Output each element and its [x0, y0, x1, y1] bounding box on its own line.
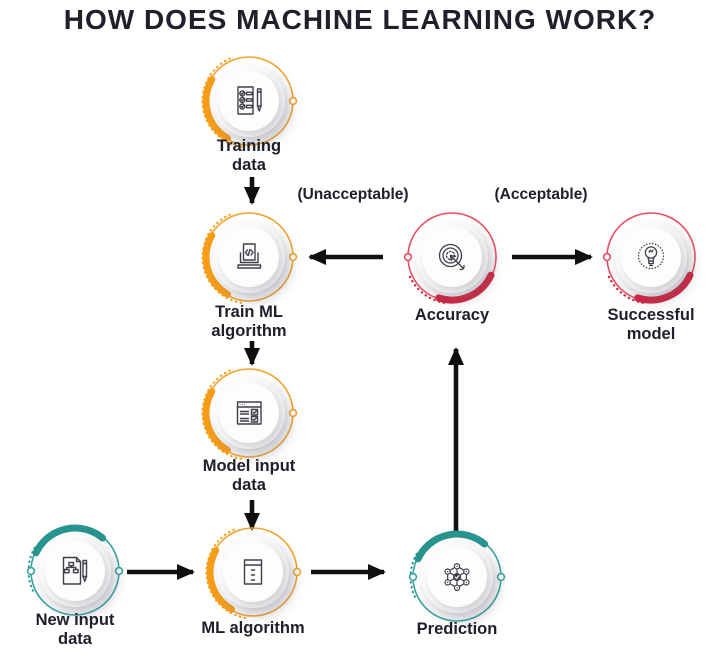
flowchart-document-pencil-icon — [62, 556, 88, 585]
node-prediction — [402, 522, 512, 632]
accent-ring — [201, 212, 298, 304]
accent-ring — [26, 524, 124, 616]
node-button — [421, 541, 493, 613]
node-label-model-input: Model input data — [202, 457, 296, 495]
node-label-training-data: Training data — [216, 137, 282, 175]
edge-label-acceptable: (Acceptable) — [494, 186, 588, 203]
accent-ring — [205, 527, 302, 619]
accent-ring — [201, 368, 298, 460]
node-button — [39, 535, 111, 607]
checklist-pen-icon — [237, 86, 262, 115]
node-label-accuracy: Accuracy — [414, 306, 490, 324]
edge-label-unacceptable: (Unacceptable) — [297, 186, 409, 203]
node-button — [217, 536, 289, 608]
node-button-face — [621, 227, 681, 287]
node-button — [213, 65, 285, 137]
node-label-prediction: Prediction — [416, 620, 498, 638]
node-button — [416, 221, 488, 293]
node-ml-algorithm — [198, 517, 308, 627]
node-button — [213, 221, 285, 293]
node-label-ml-algorithm: ML algorithm — [201, 619, 305, 637]
cabinet-drawer-icon — [243, 559, 263, 585]
node-new-input — [20, 516, 130, 626]
target-arrow-icon — [438, 243, 465, 271]
node-accuracy — [397, 202, 507, 312]
node-successful-model — [596, 202, 706, 312]
node-label-successful-model: Successful model — [607, 306, 695, 344]
node-model-input — [194, 358, 304, 468]
node-training-data — [194, 46, 304, 156]
node-train-ml — [194, 202, 304, 312]
node-button — [615, 221, 687, 293]
node-button-face — [45, 541, 105, 601]
page-title: HOW DOES MACHINE LEARNING WORK? — [63, 4, 657, 35]
accent-ring — [201, 56, 298, 148]
node-button — [213, 377, 285, 449]
accent-ring — [602, 212, 696, 304]
node-button-face — [219, 383, 279, 443]
node-button-face — [219, 227, 279, 287]
node-button-face — [422, 227, 482, 287]
form-checkboxes-icon — [236, 401, 262, 425]
lightbulb-icon — [637, 242, 665, 270]
node-label-train-ml: Train ML algorithm — [211, 303, 287, 341]
accent-ring — [408, 530, 506, 622]
node-button-face — [223, 542, 283, 602]
node-button-face — [427, 547, 487, 607]
accent-ring — [403, 212, 497, 304]
node-label-new-input: New input data — [35, 611, 115, 649]
code-document-icon — [237, 243, 262, 269]
network-nodes-icon — [444, 562, 470, 591]
node-button-face — [219, 71, 279, 131]
